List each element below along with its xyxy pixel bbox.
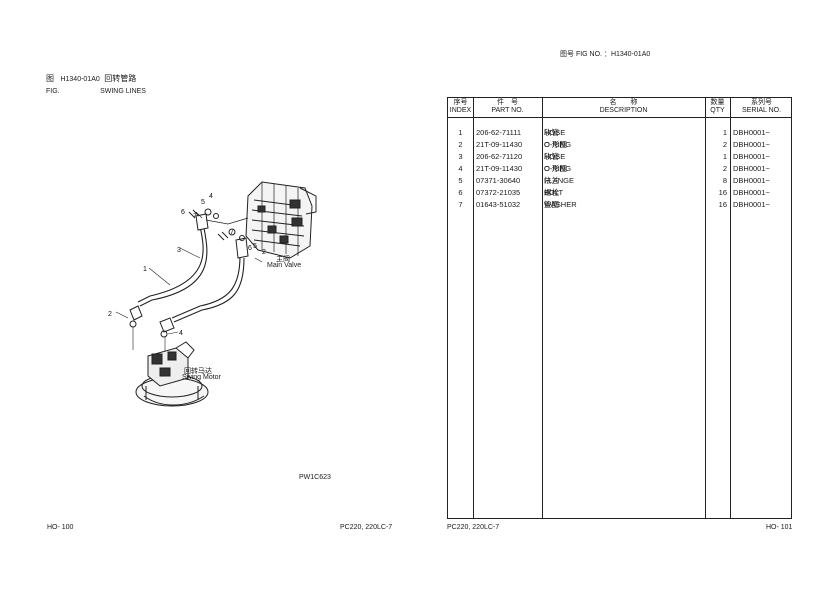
- row-name-zh: 软管: [544, 152, 559, 161]
- row-name-en: HOSE: [544, 152, 566, 161]
- fig-title-zh: 回转管路: [104, 74, 137, 83]
- header-qty: 数量 QTY: [710, 99, 725, 114]
- row-part-no: 01643-51032: [476, 200, 521, 209]
- callout-4-upper: 4: [209, 193, 213, 200]
- row-part-no: 21T-09-11430: [476, 140, 523, 149]
- row-qty: 16: [718, 188, 727, 197]
- right-page-number: HO- 101: [766, 524, 793, 531]
- row-serial: DBH0001~: [733, 140, 770, 149]
- row-name-en: BOLT: [544, 188, 564, 197]
- row-name-zh: O 形圈: [544, 164, 567, 173]
- row-name-zh: O 形圈: [544, 140, 567, 149]
- swing-motor-label-zh: 回转马达: [184, 368, 212, 375]
- callout-7-upper: 7: [193, 213, 197, 220]
- main-valve-drawing: [245, 181, 317, 259]
- hose-3: [171, 255, 241, 319]
- left-page-number: HO- 100: [47, 524, 74, 531]
- figure-title: 图 H1340-01A0 回转管路 FIG. SWING LINES: [46, 72, 146, 96]
- hose-3-inner: [173, 257, 245, 323]
- row-part-no: 206-62-71111: [476, 128, 522, 137]
- header-description: 名 称 DESCRIPTION: [599, 99, 648, 114]
- row-serial: DBH0001~: [733, 176, 770, 185]
- fig-title-en: SWING LINES: [100, 88, 146, 95]
- callout-6-upper: 6: [181, 209, 185, 216]
- row-serial: DBH0001~: [733, 200, 770, 209]
- header-serial: 系列号 SERIAL NO.: [741, 99, 782, 114]
- row-name-en: O-RING: [544, 140, 572, 149]
- row-qty: 1: [722, 152, 727, 161]
- row-index: 3: [458, 152, 463, 161]
- header-part-no: 件 号 PART NO.: [491, 99, 524, 114]
- fig-prefix-en: FIG.: [46, 88, 60, 95]
- row-part-no: 07372-21035: [476, 188, 521, 197]
- main-valve-label-en: Main Valve: [267, 262, 302, 269]
- fig-no-label: 图号 FIG NO. ：H1340-01A0: [560, 51, 651, 58]
- swing-motor-drawing: [135, 341, 209, 407]
- callout-6-lower: 6: [248, 245, 252, 252]
- callout-4-lower: 4: [179, 330, 183, 337]
- callout-1: 1: [143, 266, 147, 273]
- row-serial: DBH0001~: [733, 152, 770, 161]
- row-name-en: FLANGE: [544, 176, 575, 185]
- row-part-no: 07371-30640: [476, 176, 521, 185]
- row-part-no: 206-62-71120: [476, 152, 523, 161]
- fig-code: H1340-01A0: [60, 76, 100, 83]
- row-qty: 16: [718, 200, 727, 209]
- callout-numbers: 1 2 3 4 4 5 5 6 6 7 7 2: [108, 193, 266, 337]
- row-index: 7: [458, 200, 463, 209]
- swing-motor-label-en: Swing Motor: [182, 374, 221, 381]
- main-valve-label-zh: 主阀: [276, 256, 290, 263]
- parts-table: 序号 INDEX 件 号 PART NO. 名 称 DESCRIPTION 数量…: [447, 97, 792, 519]
- fig-prefix-zh: 图: [46, 74, 54, 83]
- row-qty: 8: [722, 176, 727, 185]
- row-index: 6: [458, 188, 463, 197]
- callout-3: 3: [177, 247, 181, 254]
- callout-2: 2: [108, 311, 112, 318]
- right-model: PC220, 220LC-7: [447, 524, 500, 531]
- row-name-en: HOSE: [544, 128, 566, 137]
- callout-5-upper: 5: [201, 199, 205, 206]
- row-name-zh: 法兰: [544, 176, 559, 185]
- row-serial: DBH0001~: [733, 128, 770, 137]
- drawing-code: PW1C623: [299, 474, 331, 481]
- row-name-zh: 螺栓: [544, 188, 559, 197]
- row-serial: DBH0001~: [733, 164, 770, 173]
- row-name-zh: 垫圈: [544, 200, 559, 209]
- row-index: 2: [458, 140, 463, 149]
- hose-1: [137, 225, 204, 303]
- row-qty: 2: [722, 140, 727, 149]
- hose-1-inner: [139, 227, 208, 307]
- header-index: 序号 INDEX: [449, 99, 472, 114]
- row-qty: 1: [722, 128, 727, 137]
- row-name-zh: 软管: [544, 128, 559, 137]
- row-part-no: 21T-09-11430: [476, 164, 523, 173]
- callout-5-lower: 5: [253, 243, 257, 250]
- row-name-en: O-RING: [544, 164, 572, 173]
- row-name-en: WASHER: [544, 200, 577, 209]
- left-model: PC220, 220LC-7: [340, 524, 393, 531]
- row-serial: DBH0001~: [733, 188, 770, 197]
- callout-7-lower: 7: [230, 229, 234, 236]
- row-index: 5: [458, 176, 463, 185]
- row-qty: 2: [722, 164, 727, 173]
- callout-2-upper: 2: [262, 249, 266, 256]
- row-index: 1: [458, 128, 463, 137]
- row-index: 4: [458, 164, 463, 173]
